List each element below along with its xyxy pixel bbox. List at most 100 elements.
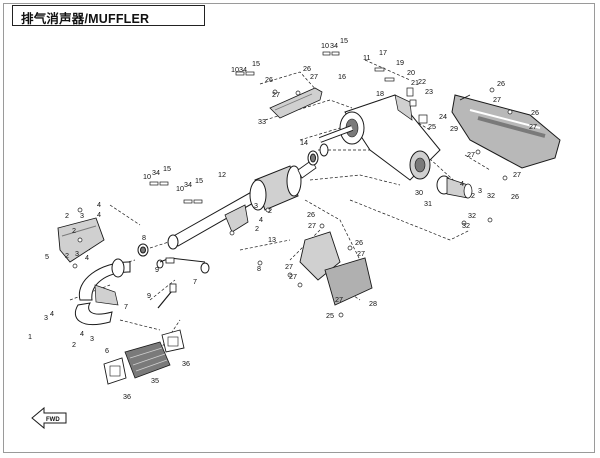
callout-24: 24: [439, 112, 447, 121]
callout-3d: 3: [90, 334, 94, 343]
callout-4g: 4: [460, 179, 464, 188]
fwd-arrow-icon: FWD: [31, 406, 67, 430]
callout-11: 11: [363, 53, 370, 62]
callout-3: 3: [80, 211, 84, 220]
callout-23: 23: [425, 87, 433, 96]
callout-21: 21: [411, 78, 419, 87]
callout-3f: 3: [478, 186, 482, 195]
callout-26b: 26: [303, 64, 311, 73]
callout-32c: 32: [462, 221, 470, 230]
callout-2e: 2: [255, 224, 259, 233]
callout-8b: 8: [257, 264, 261, 273]
callout-26g: 26: [511, 192, 519, 201]
callout-7b: 7: [124, 302, 128, 311]
callout-13: 13: [268, 235, 276, 244]
callout-25b: 25: [326, 311, 334, 320]
page-title: 排气消声器/MUFFLER: [21, 12, 150, 26]
callout-10b: 10: [321, 41, 329, 50]
mid-pipe-catalyst: [167, 159, 317, 250]
callout-9: 9: [155, 265, 159, 274]
callout-27b: 27: [310, 72, 318, 81]
callout-10d: 10: [176, 184, 184, 193]
callout-labels: 1 2 2 2 2 2 2 2 3 3 3 3 3 3 4 4 4 4 4 4 …: [28, 36, 539, 401]
callout-16: 16: [338, 72, 346, 81]
callout-2b: 2: [72, 226, 76, 235]
callout-34d: 34: [184, 180, 192, 189]
callout-4e: 4: [80, 329, 84, 338]
callout-32b: 32: [468, 211, 476, 220]
callout-27c: 27: [493, 95, 501, 104]
callout-34b: 34: [330, 41, 338, 50]
callout-27h: 27: [285, 262, 293, 271]
diagram-frame: [3, 3, 595, 453]
callout-4f: 4: [259, 215, 263, 224]
callout-32: 32: [487, 191, 495, 200]
callout-4b: 4: [97, 210, 101, 219]
callout-27i: 27: [289, 272, 297, 281]
callout-18: 18: [376, 89, 384, 98]
callout-3e: 3: [254, 201, 258, 210]
callout-27k: 27: [357, 249, 365, 258]
callout-2f: 2: [268, 206, 272, 215]
callout-20: 20: [407, 68, 415, 77]
callout-26d: 26: [531, 108, 539, 117]
callout-34c: 34: [152, 168, 160, 177]
callout-27: 27: [272, 90, 280, 99]
spark-arrestor: [436, 175, 473, 199]
callout-27d: 27: [529, 122, 537, 131]
callout-12: 12: [218, 170, 226, 179]
direction-label: FWD: [46, 417, 60, 423]
callout-10: 10: [231, 65, 239, 74]
callout-10c: 10: [143, 172, 151, 181]
muffler-heat-shield: [451, 94, 561, 169]
callout-27e: 27: [467, 150, 475, 159]
callout-36b: 36: [123, 392, 131, 401]
callout-34: 34: [239, 65, 247, 74]
callout-3b: 3: [75, 249, 79, 258]
lower-heat-shields: [299, 231, 373, 306]
callout-15d: 15: [195, 176, 203, 185]
callout-26e: 26: [307, 210, 315, 219]
callout-26c: 26: [497, 79, 505, 88]
callout-28: 28: [369, 299, 377, 308]
header-pipe: [74, 258, 131, 326]
callout-8: 8: [142, 233, 146, 242]
callout-26: 26: [265, 75, 273, 84]
callout-2c: 2: [65, 251, 69, 260]
oxygen-sensors: [157, 257, 206, 309]
bolts-and-nuts: [72, 51, 513, 318]
upper-heat-shield: [269, 87, 323, 119]
callout-2d: 2: [72, 340, 76, 349]
callout-15b: 15: [340, 36, 348, 45]
callout-14: 14: [300, 138, 308, 147]
callout-5: 5: [45, 252, 49, 261]
callout-35: 35: [151, 376, 159, 385]
callout-1: 1: [28, 332, 32, 341]
title-box: 排气消声器/MUFFLER: [12, 5, 205, 26]
callout-27j: 27: [335, 295, 343, 304]
callout-2g: 2: [471, 191, 475, 200]
callout-9b: 9: [147, 291, 151, 300]
callout-31: 31: [424, 199, 432, 208]
callout-27f: 27: [513, 170, 521, 179]
callout-19: 19: [396, 58, 404, 67]
callout-33: 33: [258, 117, 266, 126]
callout-4: 4: [97, 200, 101, 209]
callout-27g: 27: [308, 221, 316, 230]
callout-4d: 4: [50, 309, 54, 318]
callout-4c: 4: [85, 253, 89, 262]
callout-17: 17: [379, 48, 387, 57]
callout-22: 22: [418, 77, 426, 86]
callout-30: 30: [415, 188, 423, 197]
callout-26f: 26: [355, 238, 363, 247]
callout-7: 7: [193, 277, 197, 286]
callout-36: 36: [182, 359, 190, 368]
exhaust-port-gaskets: [103, 329, 185, 385]
callout-2: 2: [65, 211, 69, 220]
callout-3c: 3: [44, 313, 48, 322]
muffler-canister: [318, 94, 441, 181]
callout-25: 25: [428, 122, 436, 131]
gaskets: [137, 143, 329, 274]
callout-6: 6: [105, 346, 109, 355]
